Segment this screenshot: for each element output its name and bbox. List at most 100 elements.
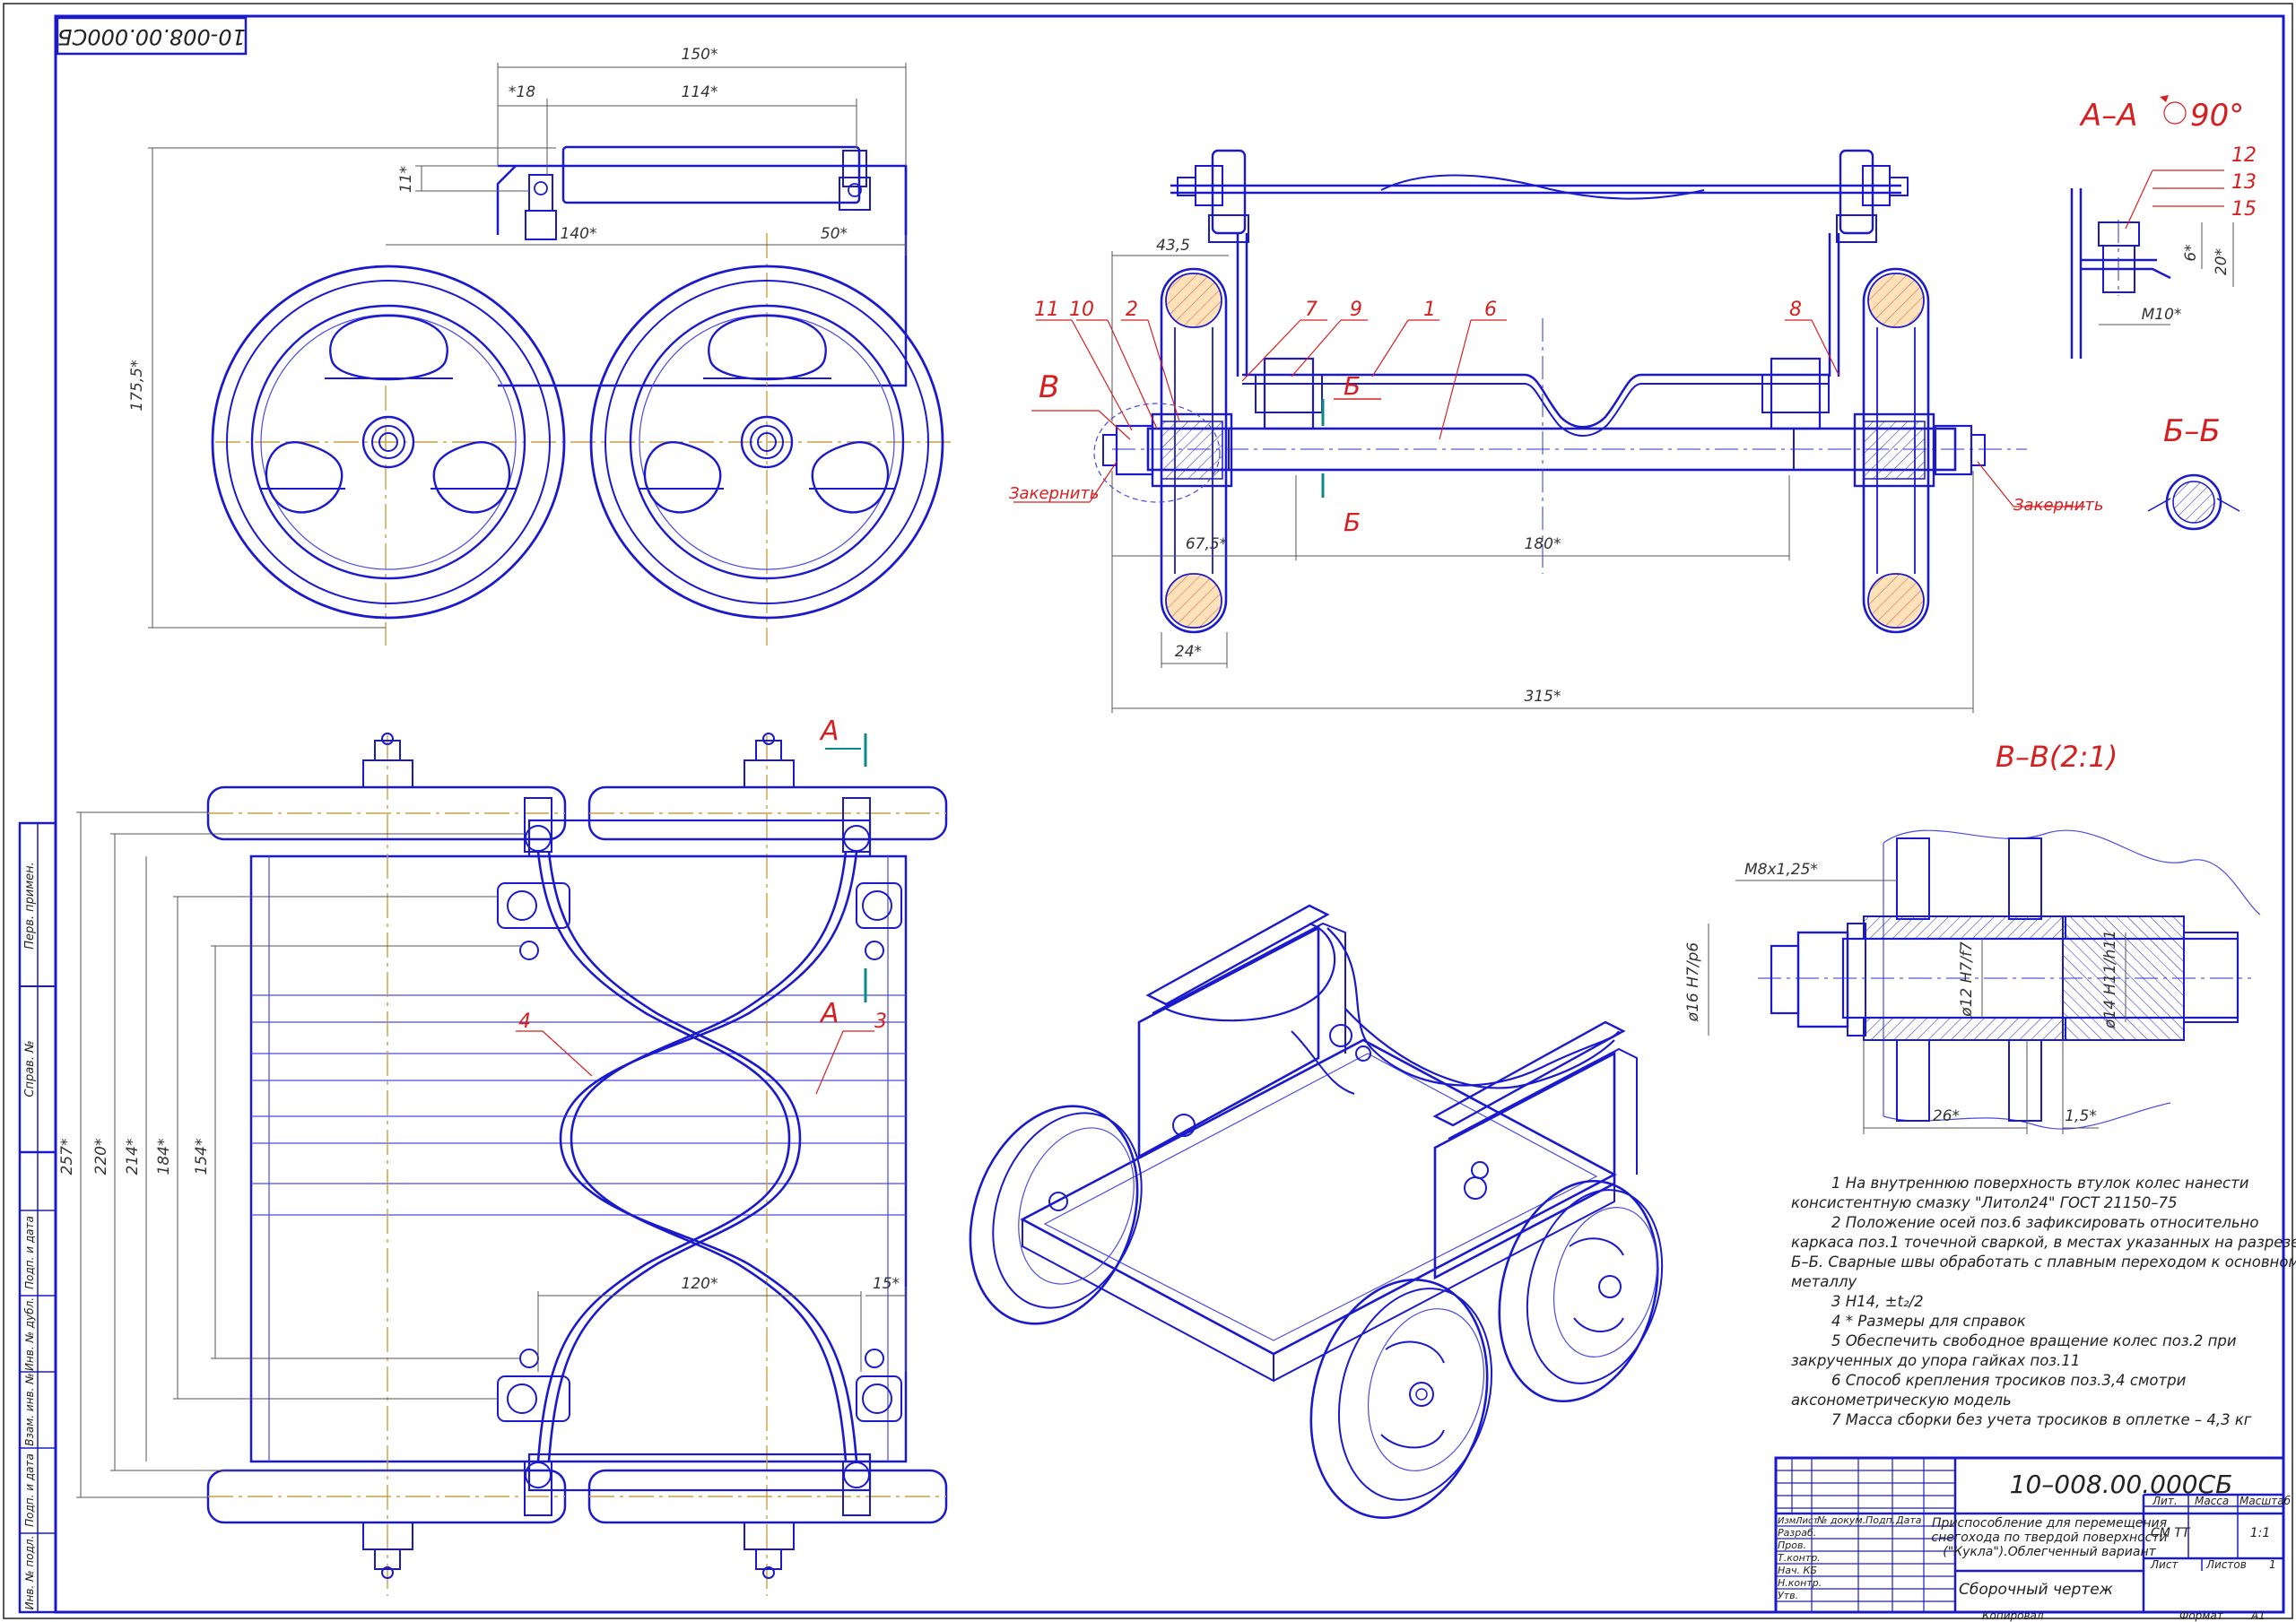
front-wheel-left bbox=[1151, 267, 1233, 634]
dim-m10: M10* bbox=[2142, 306, 2182, 324]
side-inv-podl: Инв. № подл. bbox=[23, 1536, 36, 1610]
tb-sheet-hdr: Лист bbox=[2150, 1558, 2179, 1571]
section-aa-rotation: 90° bbox=[2190, 98, 2244, 134]
tb-format: Формат bbox=[2179, 1609, 2224, 1622]
tb-mass-hdr: Масса bbox=[2195, 1495, 2229, 1507]
dim-18: *18 bbox=[509, 83, 535, 101]
front-view-axle: 11 10 2 7 9 1 6 8 В Закернить Закернить … bbox=[1009, 149, 2104, 713]
wheel-right bbox=[589, 265, 944, 620]
callout-3: 3 bbox=[874, 1010, 887, 1033]
section-b-top: Б bbox=[1344, 371, 1361, 401]
side-podp-data-2: Подп. и дата bbox=[23, 1453, 36, 1527]
callout-12: 12 bbox=[2231, 144, 2257, 167]
side-view-wheels: 150* *18 114* 11* 140* 50* 175,5* bbox=[128, 46, 951, 646]
callout-4: 4 bbox=[518, 1010, 531, 1033]
note-line: Б–Б. Сварные швы обработать с плавным пе… bbox=[1791, 1253, 2296, 1271]
technical-notes: 1 На внутреннюю поверхность втулок колес… bbox=[1791, 1175, 2296, 1428]
dim-15: 15* bbox=[873, 1275, 900, 1293]
callout-7: 7 bbox=[1305, 299, 1318, 321]
section-bb-title: Б–Б bbox=[2163, 413, 2221, 449]
dim-67-5: 67,5* bbox=[1186, 535, 1227, 553]
dim-20: 20* bbox=[2213, 248, 2231, 275]
iso-wheel-back-right bbox=[1498, 1179, 1664, 1403]
tb-role: Утв. bbox=[1778, 1590, 1798, 1601]
iso-wheel-front-left bbox=[1309, 1279, 1493, 1519]
view-v-label: В bbox=[1039, 369, 1059, 405]
dim-11: 11* bbox=[397, 166, 415, 193]
section-aa-title: А–А bbox=[2079, 98, 2138, 134]
section-a-bottom: А bbox=[819, 998, 839, 1029]
tb-sheets-hdr: Листов bbox=[2205, 1558, 2247, 1571]
dim-fit12: ø12 H7/f7 bbox=[1958, 941, 1976, 1018]
tb-role: Разраб. bbox=[1778, 1527, 1816, 1539]
section-vv: В–В(2:1) M8x1,25* ø16 H7/p6 ø12 H7/f7 ø1… bbox=[1684, 740, 2261, 1134]
note-line: 1 На внутреннюю поверхность втулок колес… bbox=[1831, 1175, 2249, 1192]
dim-26: 26* bbox=[1933, 1107, 1960, 1125]
tb-name-2: снегохода по твердой поверхности bbox=[1931, 1531, 2167, 1545]
rotate-icon bbox=[2160, 95, 2187, 125]
dim-154: 154* bbox=[193, 1139, 211, 1175]
note-line: каркаса поз.1 точечной сваркой, в местах… bbox=[1791, 1234, 2296, 1251]
dim-220: 220* bbox=[92, 1139, 110, 1175]
tb-lit-val: СМ ТТ bbox=[2151, 1526, 2191, 1540]
tb-role: Н.контр. bbox=[1778, 1577, 1822, 1589]
dim-fit14: ø14 H11/h11 bbox=[2101, 930, 2119, 1029]
callout-9: 9 bbox=[1350, 299, 1362, 321]
side-strip: Перв. примен. Справ. № Подп. и дата Инв.… bbox=[18, 821, 57, 1614]
tb-ndok: № докум. bbox=[1816, 1514, 1866, 1526]
dim-315: 315* bbox=[1525, 688, 1561, 706]
callout-15: 15 bbox=[2231, 198, 2257, 221]
note-line: 4 * Размеры для справок bbox=[1831, 1313, 2026, 1330]
note-line: 3 Н14, ±t₂/2 bbox=[1831, 1293, 1924, 1310]
callout-11: 11 bbox=[1034, 299, 1059, 321]
stamp-code: 10-008.00.000СБ bbox=[57, 24, 246, 49]
side-perv-primen: Перв. примен. bbox=[23, 862, 37, 950]
dim-214: 214* bbox=[124, 1139, 142, 1175]
dim-120: 120* bbox=[682, 1275, 718, 1293]
callout-13: 13 bbox=[2231, 171, 2257, 194]
tb-data: Дата bbox=[1895, 1514, 1922, 1526]
note-line: аксонометрическую модель bbox=[1791, 1392, 2012, 1409]
section-a-top: А bbox=[819, 716, 839, 747]
tb-name-3: ("Кукла").Облегченный вариант bbox=[1943, 1545, 2156, 1559]
tb-sheets-val: 1 bbox=[2269, 1558, 2276, 1571]
dim-43-5: 43,5 bbox=[1156, 237, 1190, 255]
callout-10: 10 bbox=[1069, 299, 1094, 321]
tb-kopiroval: Копировал bbox=[1982, 1609, 2044, 1622]
callout-1: 1 bbox=[1423, 299, 1436, 321]
note-line: 2 Положение осей поз.6 зафиксировать отн… bbox=[1831, 1214, 2259, 1231]
side-sprav-no: Справ. № bbox=[23, 1040, 37, 1097]
tb-role: Нач. КБ bbox=[1778, 1565, 1817, 1576]
tb-doc-type: Сборочный чертеж bbox=[1959, 1581, 2114, 1599]
title-block: Изм. Лист № докум. Подп. Дата Разраб.Про… bbox=[1774, 1456, 2292, 1614]
section-aa: А–А 90° 12 13 15 6* 20* M10* bbox=[2070, 95, 2257, 359]
inner-frame bbox=[54, 14, 2285, 1614]
side-inv-dubl: Инв. № дубл. bbox=[23, 1297, 36, 1371]
tb-format-val: А1 bbox=[2250, 1609, 2266, 1622]
tb-lit-hdr: Лит. bbox=[2152, 1495, 2178, 1507]
front-wheel-right bbox=[1853, 267, 1935, 634]
note-line: консистентную смазку "Литол24" ГОСТ 2115… bbox=[1791, 1194, 2178, 1211]
dim-114: 114* bbox=[682, 83, 718, 101]
dim-24: 24* bbox=[1175, 643, 1202, 661]
side-vzam-inv: Взам. инв. № bbox=[23, 1373, 36, 1445]
note-line: металлу bbox=[1791, 1273, 1857, 1290]
tb-list: Лист bbox=[1795, 1516, 1820, 1526]
stamp-box: 10-008.00.000СБ bbox=[56, 16, 248, 56]
wheel-left bbox=[211, 265, 566, 620]
note-line: 6 Способ крепления тросиков поз.3,4 смот… bbox=[1831, 1372, 2187, 1389]
dim-175: 175,5* bbox=[128, 360, 146, 411]
callout-6: 6 bbox=[1484, 299, 1497, 321]
side-podp-data-1: Подп. и дата bbox=[23, 1216, 36, 1289]
plan-view: А А 4 3 257* 220* 214* 184* 154* 120* 15 bbox=[58, 716, 948, 1596]
note-line: закрученных до упора гайках поз.11 bbox=[1791, 1352, 2080, 1369]
callout-8: 8 bbox=[1789, 299, 1802, 321]
tb-podp: Подп. bbox=[1866, 1514, 1895, 1526]
outer-frame bbox=[3, 3, 2293, 1619]
dim-140: 140* bbox=[561, 225, 597, 243]
dim-184: 184* bbox=[155, 1139, 173, 1175]
tb-scale-val: 1:1 bbox=[2250, 1526, 2271, 1540]
section-bb: Б–Б bbox=[2147, 413, 2240, 531]
note-line: 5 Обеспечить свободное вращение колес по… bbox=[1831, 1332, 2237, 1349]
dim-fit16: ø16 H7/p6 bbox=[1684, 942, 1702, 1023]
